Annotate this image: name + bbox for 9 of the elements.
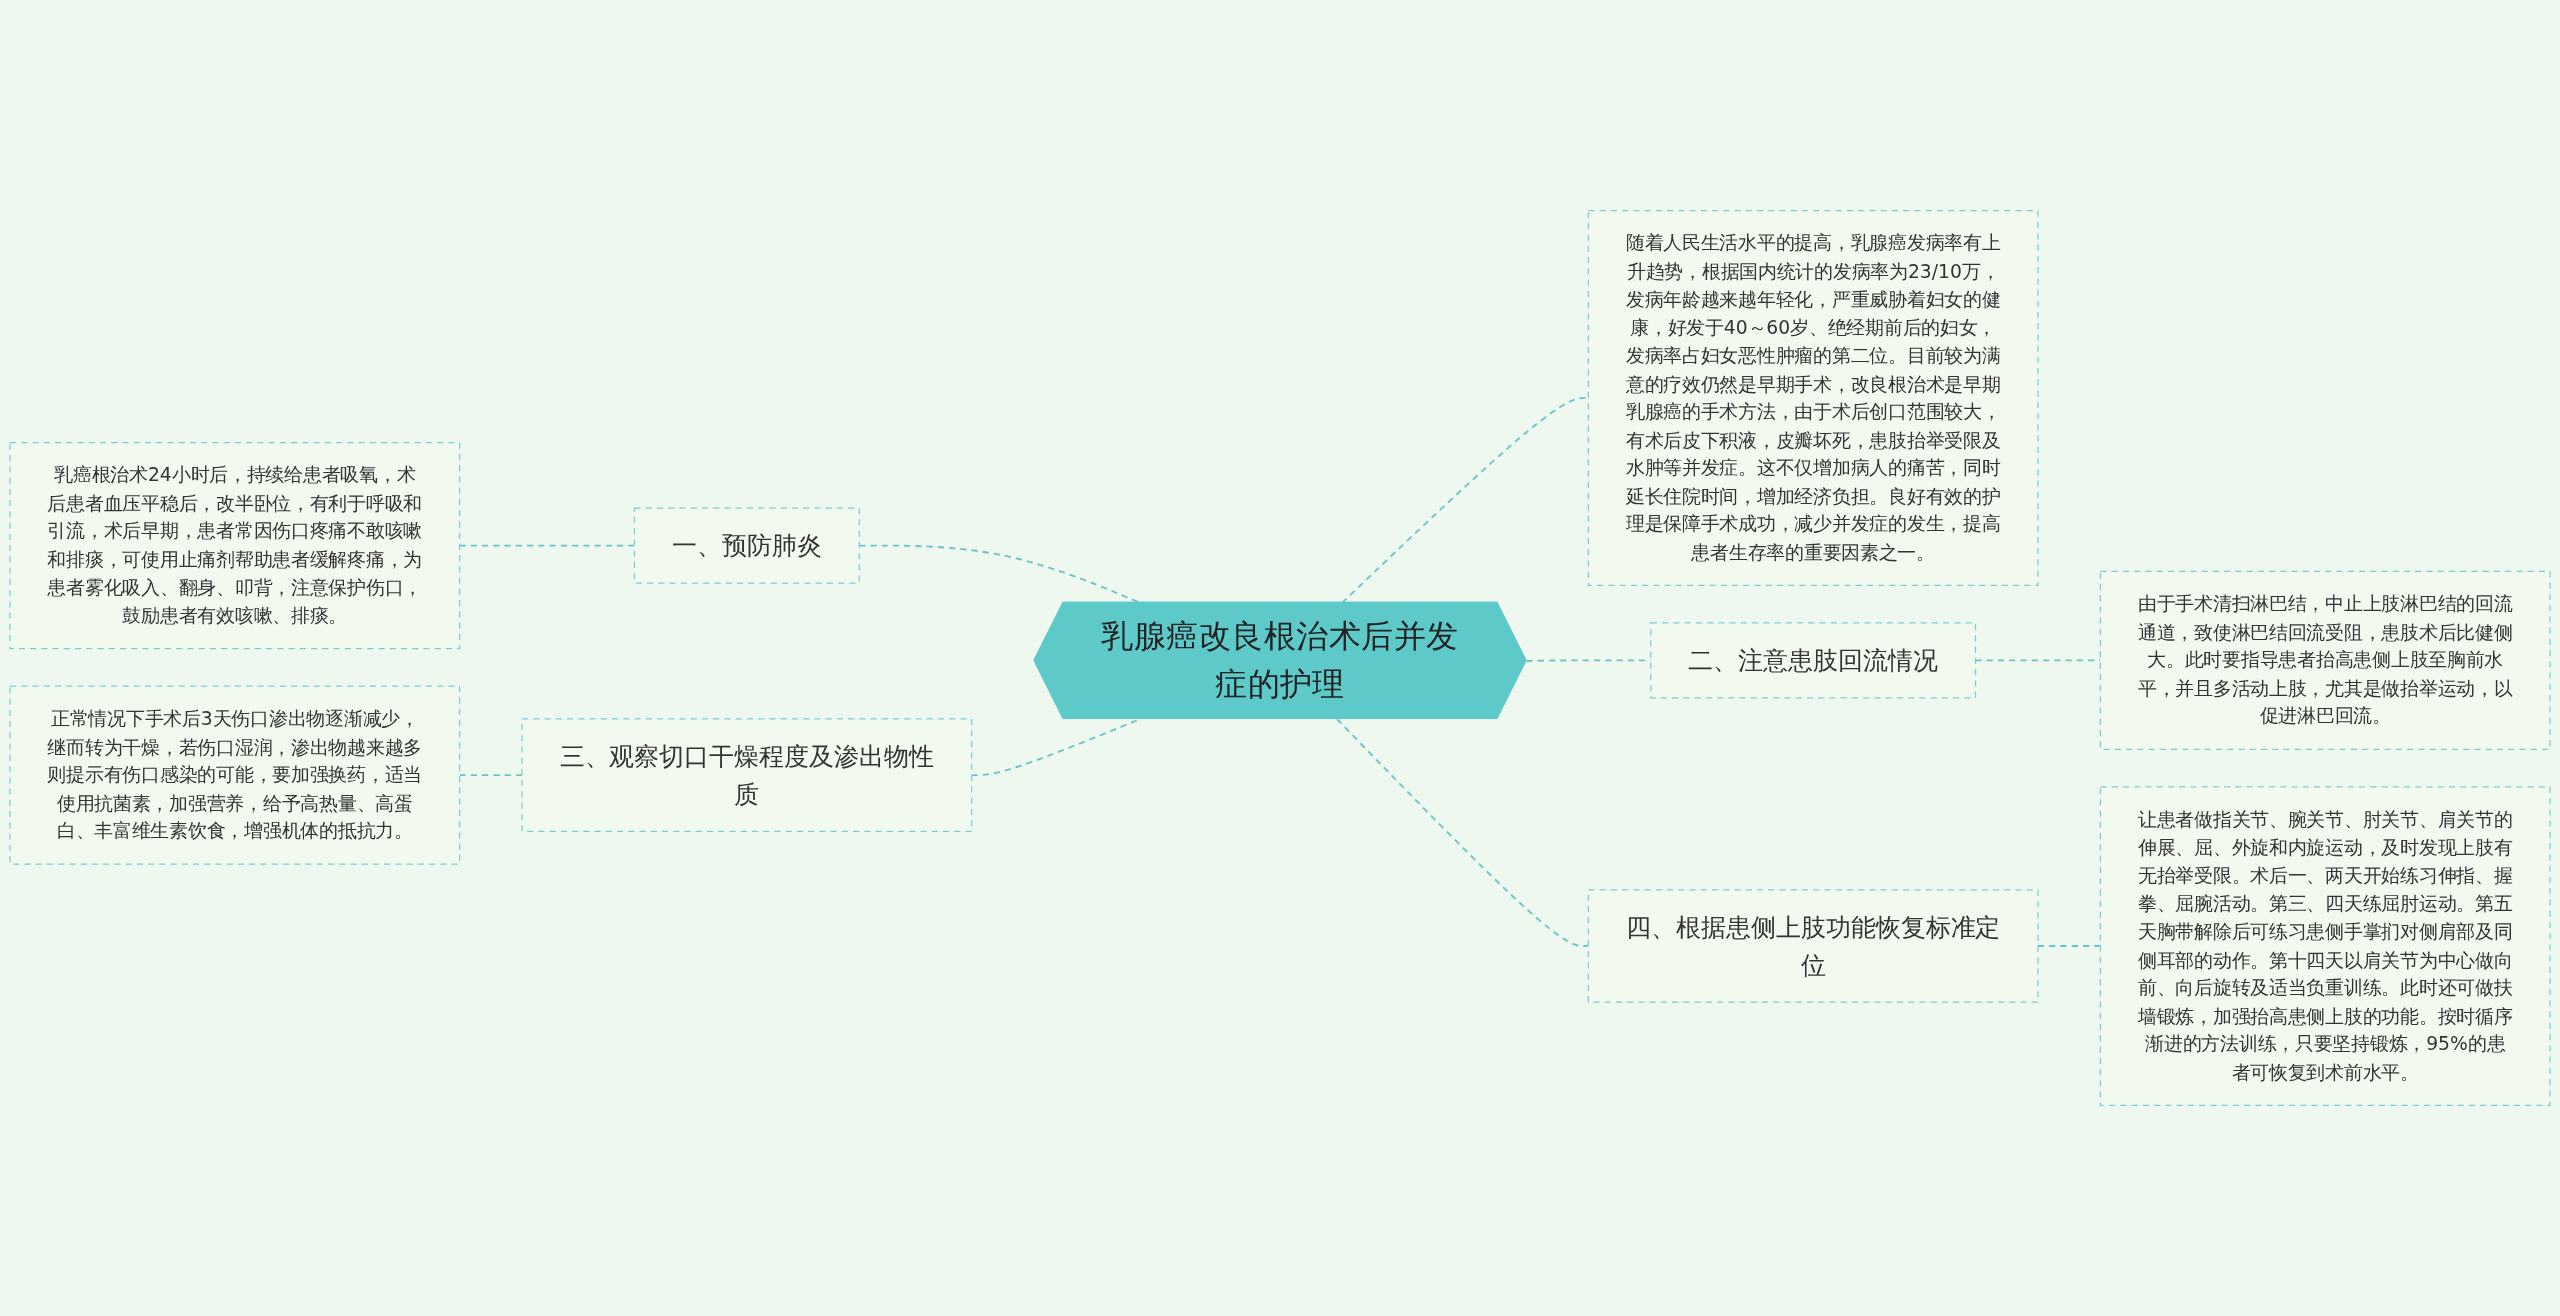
node-box: 由于手术清扫淋巴结，中止上肢淋巴结的回流通道，致使淋巴结回流受阻，患肢术后比健侧大。此时要指导患者抬高患侧上肢至胸前水平，并且多活动上肢，尤其是做抬举运动，以促进淋巴回流。: [2099, 570, 2551, 750]
node-box: 三、观察切口干燥程度及渗出物性质: [521, 718, 973, 832]
node-box: 正常情况下手术后3天伤口渗出物逐渐减少，继而转为干燥，若伤口湿润，渗出物越来越多则提示有伤口感染的可能，要加强换药，适当使用抗菌素，加强营养，给予高热量、高蛋白、丰富维生素饮食，增强机体的抵抗力。: [9, 685, 461, 865]
node-box: 随着人民生活水平的提高，乳腺癌发病率有上升趋势，根据国内统计的发病率为23/10万，发病年龄越来越年轻化，严重威胁着妇女的健康，好发于40～60岁、绝经期前后的妇女，发病率占妇女恶性肿瘤的第二位。目前较为满意的疗效仍然是早期手术，改良根治术是早期乳腺癌的手术方法，由于术后创口范围较大，有术后皮下积液，皮瓣坏死，患肢抬举受限及水肿等并发症。这不仅增加病人的痛苦，同时延长住院时间，增加经济负担。良好有效的护理是保障手术成功，减少并发症的发生，提高患者生存率的重要因素之一。: [1587, 210, 2039, 587]
node-box: 一、预防肺炎: [633, 507, 860, 584]
node-box: 二、注意患肢回流情况: [1650, 622, 1977, 699]
node-box: 让患者做指关节、腕关节、肘关节、肩关节的伸展、屈、外旋和内旋运动，及时发现上肢有无抬举受限。术后一、两天开始练习伸指、握拳、屈腕活动。第三、四天练屈肘运动。第五天胸带解除后可练习患侧手掌扪对侧肩部及同侧耳部的动作。第十四天以肩关节为中心做向前、向后旋转及适当负重训练。此时还可做扶墙锻炼，加强抬高患侧上肢的功能。按时循序渐进的方法训练，只要坚持锻炼，95%的患者可恢复到术前水平。: [2099, 786, 2551, 1106]
node-box: 四、根据患侧上肢功能恢复标准定位: [1587, 889, 2039, 1003]
node-box: 乳癌根治术24小时后，持续给患者吸氧，术后患者血压平稳后，改半卧位，有利于呼吸和引流，术后早期，患者常因伤口疼痛不敢咳嗽和排痰，可使用止痛剂帮助患者缓解疼痛，为患者雾化吸入、翻身、叩背，注意保护伤口，鼓励患者有效咳嗽、排痰。: [9, 441, 461, 650]
